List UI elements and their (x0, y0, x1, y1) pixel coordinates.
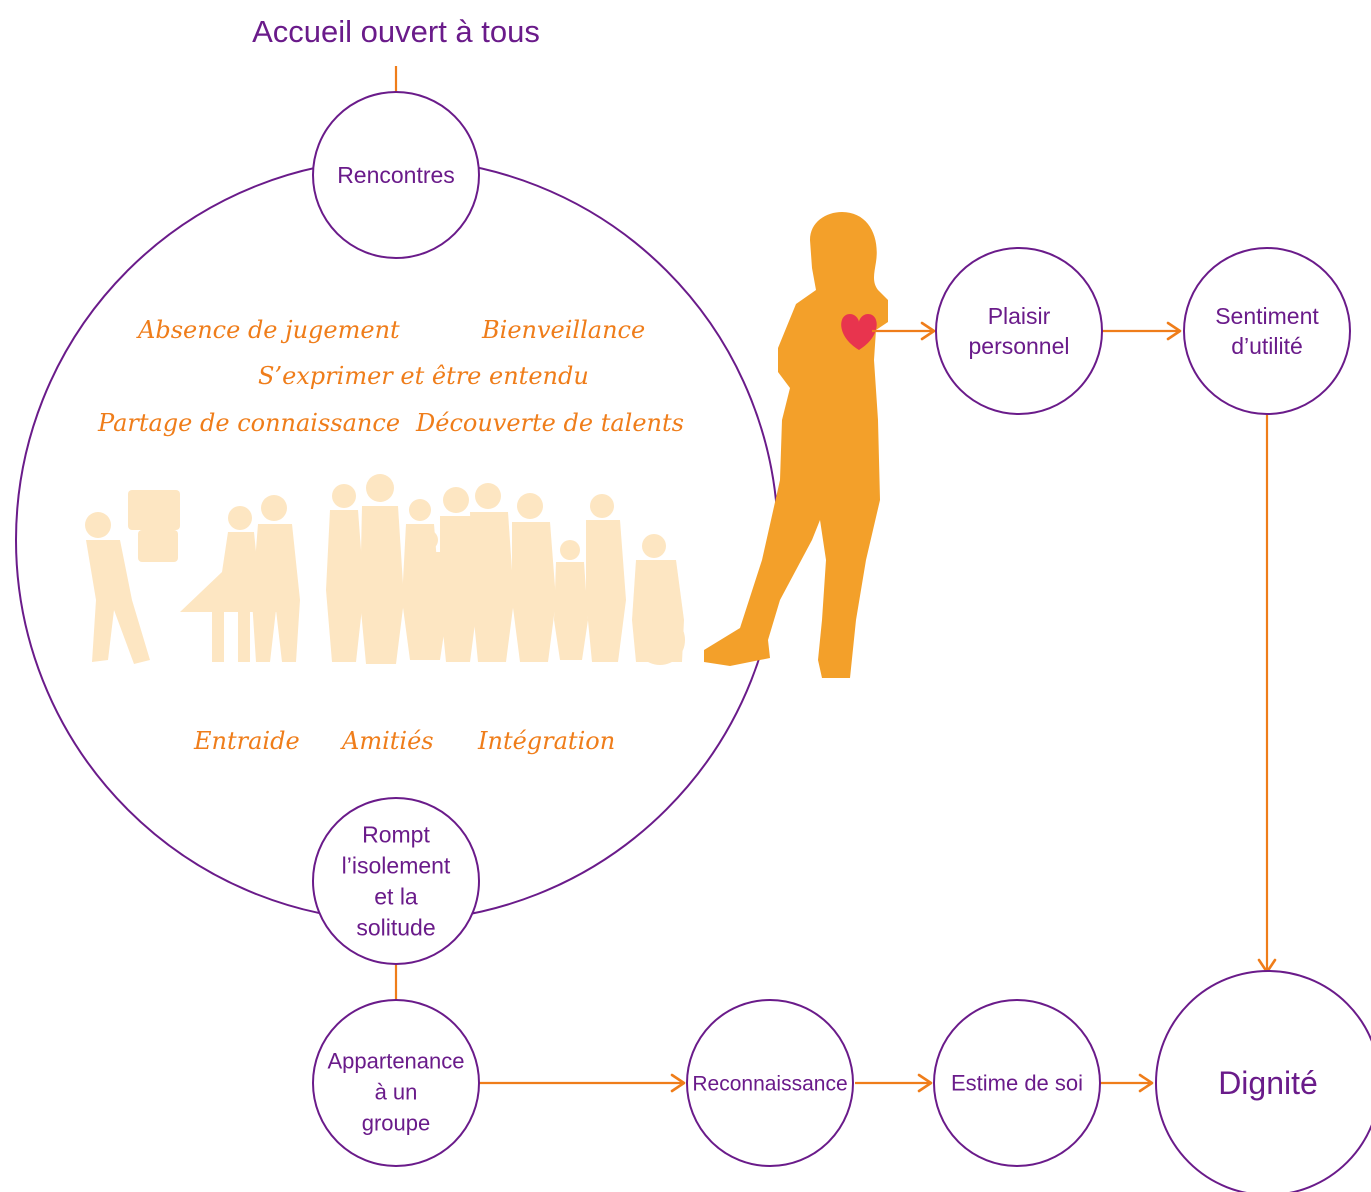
value-bienveillance: Bienveillance (481, 316, 645, 344)
node-label-sentiment-line-1: Sentiment (1215, 303, 1319, 329)
value-entraide: Entraide (193, 727, 300, 755)
value-absence: Absence de jugement (136, 316, 400, 344)
node-label-appartenance-line-1: Appartenance (328, 1049, 465, 1074)
node-label-appartenance-line-2: à un (375, 1080, 418, 1105)
node-label-reconnaissance-line-1: Reconnaissance (692, 1072, 847, 1095)
value-exprimer: S’exprimer et être entendu (258, 362, 589, 390)
node-label-sentiment-line-2: d’utilité (1231, 333, 1303, 359)
value-decouverte: Découverte de talents (415, 409, 684, 437)
node-sentiment (1183, 247, 1351, 415)
diagram-title: Accueil ouvert à tous (252, 14, 540, 49)
node-label-rompt-line-3: et la (374, 884, 418, 910)
value-partage: Partage de connaissance (97, 409, 400, 437)
node-label-dignite-line-1: Dignité (1218, 1065, 1318, 1101)
node-label-estime-line-1: Estime de soi (951, 1071, 1083, 1096)
node-label-plaisir-line-1: Plaisir (988, 303, 1051, 329)
node-label-plaisir-line-2: personnel (968, 333, 1069, 359)
value-integration: Intégration (477, 727, 615, 755)
crowd-silhouette-icon (85, 474, 685, 665)
node-estime (933, 999, 1101, 1167)
person-silhouette-icon (704, 212, 888, 678)
node-reconnaissance (686, 999, 854, 1167)
node-label-rencontres-line-1: Rencontres (337, 162, 455, 188)
node-appartenance (312, 999, 480, 1167)
value-labels: Absence de jugement Bienveillance S’expr… (97, 316, 684, 755)
node-label-appartenance-line-3: groupe (362, 1111, 431, 1136)
node-dignite (1155, 970, 1371, 1192)
node-label-rompt-line-2: l’isolement (342, 853, 451, 879)
node-label-rompt-line-4: solitude (356, 915, 435, 941)
heart-icon (841, 314, 877, 350)
node-label-rompt-line-1: Rompt (362, 822, 430, 848)
node-plaisir (935, 247, 1103, 415)
node-rompt (312, 797, 480, 965)
node-rencontres (312, 91, 480, 259)
value-amities: Amitiés (340, 727, 434, 755)
